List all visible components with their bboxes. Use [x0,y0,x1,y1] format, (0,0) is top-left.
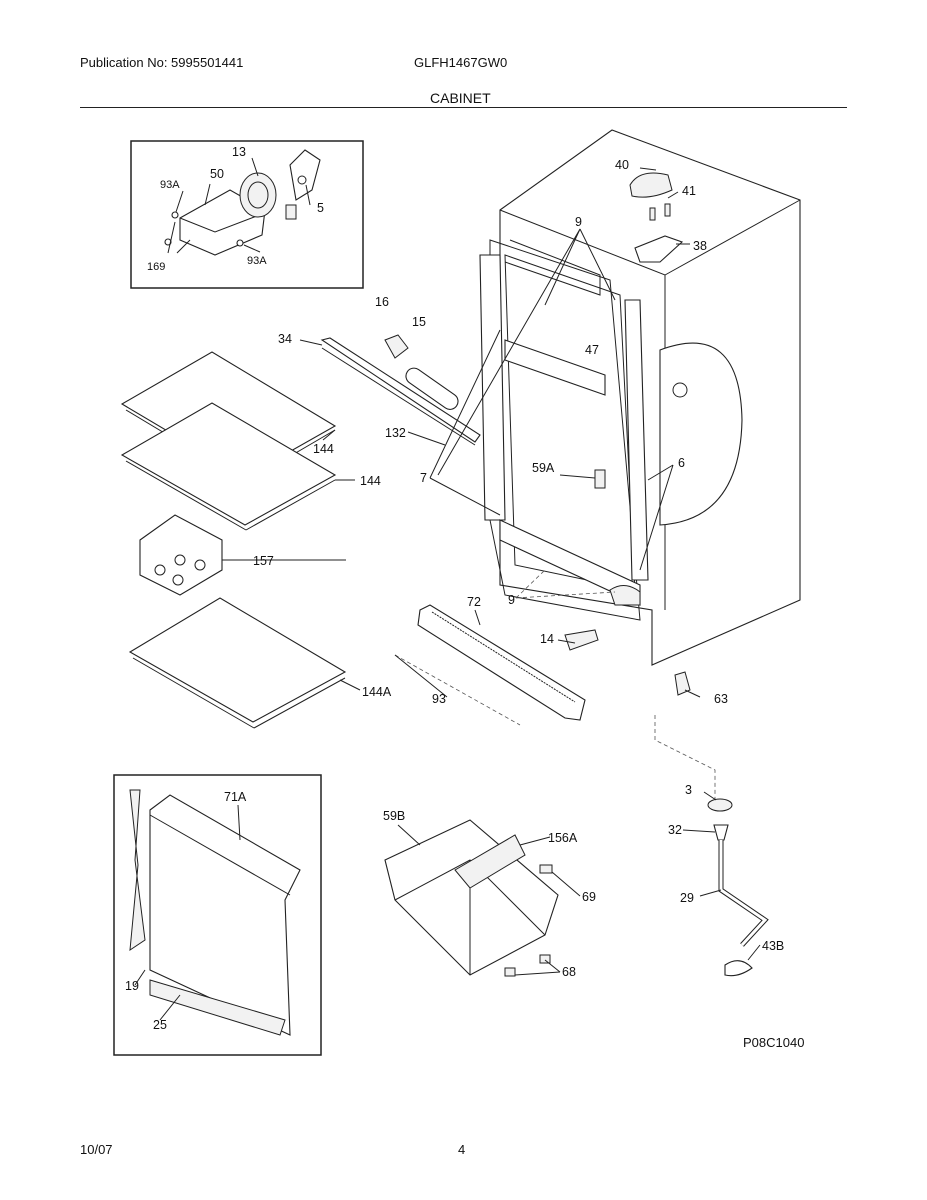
header-rule [80,107,847,108]
cabinet-body [479,129,801,666]
callout-9-bottom: 9 [508,593,515,607]
callout-144-upper: 144 [313,442,334,456]
callout-32: 32 [668,823,682,837]
callout-63: 63 [714,692,728,706]
callout-43b: 43B [762,939,784,953]
callout-169: 169 [147,261,165,273]
callout-93a-bottom: 93A [247,255,267,267]
callout-13: 13 [232,145,246,159]
leader-lines [134,228,761,1021]
callout-5: 5 [317,201,324,215]
callout-40: 40 [615,158,629,172]
drain-assembly [654,715,769,977]
callout-68: 68 [562,965,576,979]
callout-59a: 59A [532,461,555,475]
callout-69: 69 [582,890,596,904]
footer-date: 10/07 [80,1142,113,1157]
callout-59b: 59B [383,809,405,823]
top-hinge-parts [629,167,690,263]
model-number: GLFH1467GW0 [414,55,508,70]
callout-93a-top: 93A [160,179,180,191]
freezer-basket [384,819,559,977]
callout-132: 132 [385,426,406,440]
section-title: CABINET [430,90,491,106]
fan-motor-inset [130,140,364,289]
callout-34: 34 [278,332,292,346]
callout-3: 3 [685,783,692,797]
callout-38: 38 [693,239,707,253]
callout-71a: 71A [224,790,247,804]
callout-29: 29 [680,891,694,905]
callout-144: 144 [360,474,381,488]
light-assembly [320,334,481,446]
liner-inset [113,774,322,1056]
callout-157: 157 [253,554,274,568]
wire-shelves [120,351,347,729]
callout-6: 6 [678,456,685,470]
callout-15: 15 [412,315,426,329]
diagram-code: P08C1040 [743,1035,804,1050]
callout-41: 41 [682,184,696,198]
callout-144a: 144A [362,685,392,699]
callout-16: 16 [375,295,389,309]
callout-9-top: 9 [575,215,582,229]
basket-guard [139,514,223,596]
callout-19: 19 [125,979,139,993]
publication-number: Publication No: 5995501441 [80,55,244,70]
callout-50: 50 [210,167,224,181]
page-number: 4 [458,1142,466,1157]
callout-93: 93 [432,692,446,706]
callout-72: 72 [467,595,481,609]
callout-25: 25 [153,1018,167,1032]
callout-7: 7 [420,471,427,485]
callout-156a: 156A [548,831,578,845]
callout-47: 47 [585,343,599,357]
callout-14: 14 [540,632,554,646]
kickplate-parts [394,604,691,726]
